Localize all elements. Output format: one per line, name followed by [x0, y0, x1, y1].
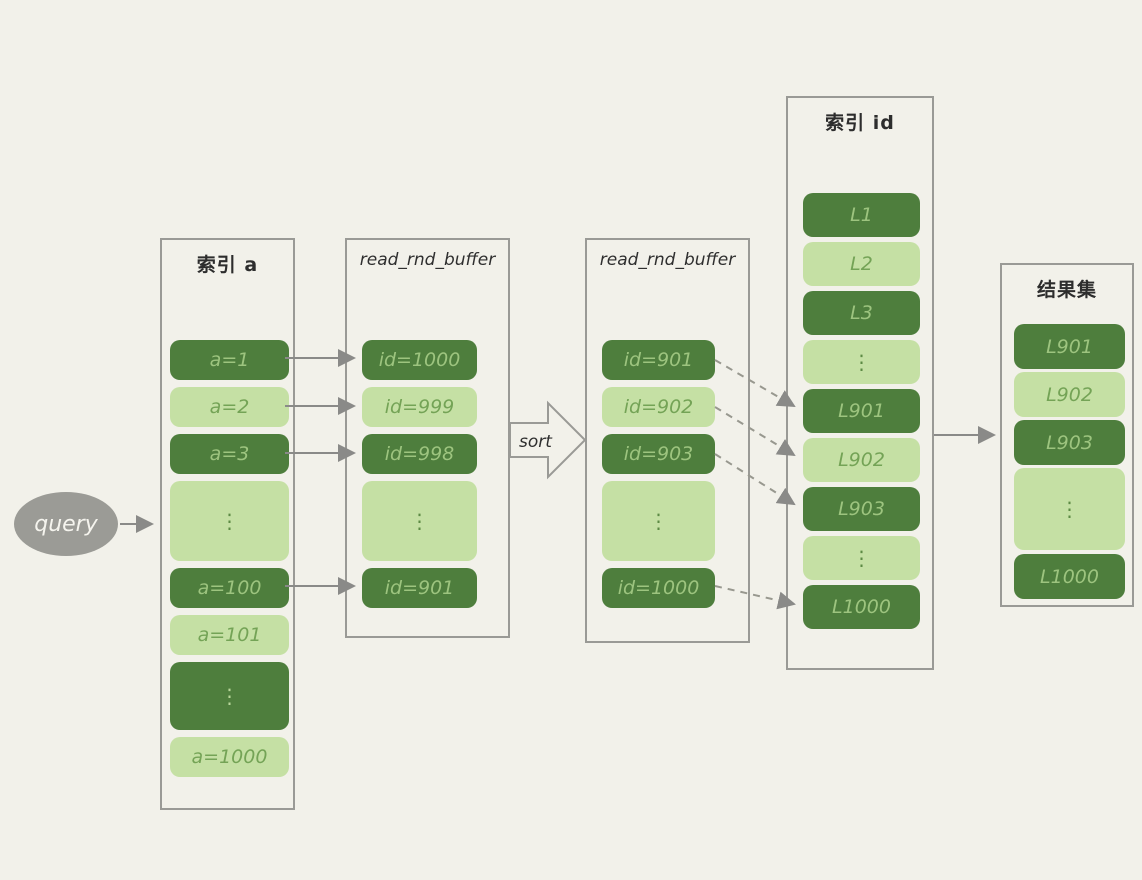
cell-id-L1000: L1000	[803, 585, 920, 629]
cell-res-L903: L903	[1014, 420, 1125, 465]
cell-buf1-id-998: id=998	[362, 434, 477, 474]
cell-id-L903: L903	[803, 487, 920, 531]
cell-a-1000: a=1000	[170, 737, 289, 777]
panel-buffer2-title: read_rnd_buffer	[599, 250, 736, 270]
cell-a-3: a=3	[170, 434, 289, 474]
cell-a-2: a=2	[170, 387, 289, 427]
cell-buf1-id-1000: id=1000	[362, 340, 477, 380]
cell-id-L3: L3	[803, 291, 920, 335]
cell-id-ellipsis-2: ⋮	[803, 536, 920, 580]
cell-res-L901: L901	[1014, 324, 1125, 369]
cell-res-L1000: L1000	[1014, 554, 1125, 599]
cell-id-L902: L902	[803, 438, 920, 482]
cell-buf2-id-1000: id=1000	[602, 568, 715, 608]
cell-buf1-id-999: id=999	[362, 387, 477, 427]
cell-id-ellipsis-1: ⋮	[803, 340, 920, 384]
cell-buf2-id-903: id=903	[602, 434, 715, 474]
panel-result-set: 结果集 L901 L902 L903 ⋮ L1000	[1000, 263, 1134, 607]
cell-buf2-id-902: id=902	[602, 387, 715, 427]
cell-a-100: a=100	[170, 568, 289, 608]
cell-id-L901: L901	[803, 389, 920, 433]
sort-block-arrow	[509, 400, 587, 480]
query-label: query	[34, 511, 98, 537]
panel-result-title: 结果集	[1036, 279, 1097, 301]
query-node: query	[14, 492, 118, 556]
panel-index-a-title: 索引 a	[196, 254, 259, 276]
sort-label: sort	[519, 432, 553, 452]
cell-buf2-ellipsis: ⋮	[602, 481, 715, 561]
panel-index-id: 索引 id L1 L2 L3 ⋮ L901 L902 L903 ⋮ L1000	[786, 96, 934, 670]
cell-id-L2: L2	[803, 242, 920, 286]
panel-read-rnd-buffer-sorted: read_rnd_buffer id=901 id=902 id=903 ⋮ i…	[585, 238, 750, 643]
cell-a-ellipsis-1: ⋮	[170, 481, 289, 561]
cell-id-L1: L1	[803, 193, 920, 237]
panel-index-id-title: 索引 id	[825, 112, 895, 134]
cell-res-L902: L902	[1014, 372, 1125, 417]
cell-buf1-id-901: id=901	[362, 568, 477, 608]
panel-buffer1-title: read_rnd_buffer	[359, 250, 496, 270]
panel-index-a: 索引 a a=1 a=2 a=3 ⋮ a=100 a=101 ⋮ a=1000	[160, 238, 295, 810]
cell-a-ellipsis-2: ⋮	[170, 662, 289, 730]
cell-res-ellipsis: ⋮	[1014, 468, 1125, 550]
cell-buf2-id-901: id=901	[602, 340, 715, 380]
cell-a-1: a=1	[170, 340, 289, 380]
cell-a-101: a=101	[170, 615, 289, 655]
panel-read-rnd-buffer-unsorted: read_rnd_buffer id=1000 id=999 id=998 ⋮ …	[345, 238, 510, 638]
cell-buf1-ellipsis: ⋮	[362, 481, 477, 561]
